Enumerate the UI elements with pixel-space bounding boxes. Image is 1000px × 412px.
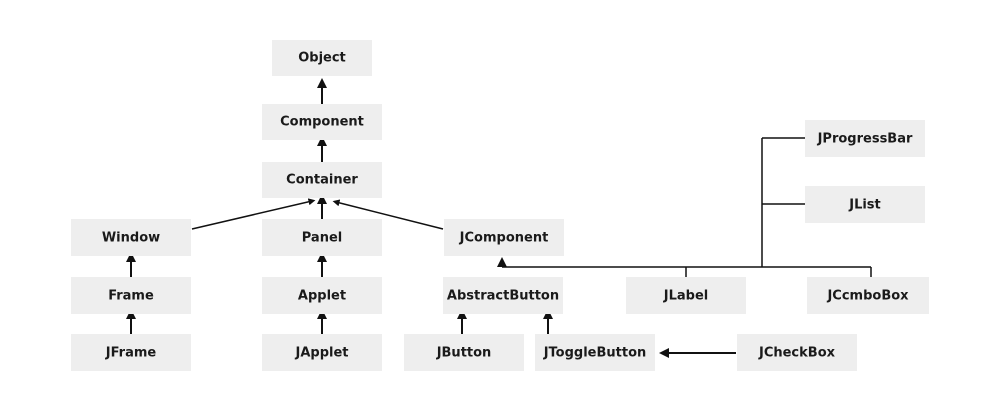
node-applet: Applet — [262, 277, 382, 314]
node-jcheckbox: JCheckBox — [737, 334, 857, 371]
node-jframe-label: JFrame — [105, 346, 157, 361]
node-jcombobox-label: JCcmboBox — [826, 289, 909, 304]
node-panel-label: Panel — [302, 231, 342, 246]
edge-window-container — [191, 198, 316, 230]
node-jframe: JFrame — [71, 334, 191, 371]
jcomponent-subclass-bus — [497, 137, 872, 277]
node-jprogressbar: JProgressBar — [805, 120, 925, 157]
node-jlist: JList — [805, 186, 925, 223]
node-component: Component — [262, 104, 382, 140]
node-jbutton: JButton — [404, 334, 524, 371]
node-frame-label: Frame — [108, 289, 154, 304]
node-component-label: Component — [280, 115, 364, 130]
node-jcheckbox-label: JCheckBox — [758, 346, 836, 361]
node-frame: Frame — [71, 277, 191, 314]
node-jcomponent: JComponent — [444, 219, 564, 256]
node-jprogressbar-label: JProgressBar — [817, 132, 913, 147]
node-jtogglebutton: JToggleButton — [535, 334, 655, 371]
node-abstractbutton: AbstractButton — [443, 277, 563, 314]
node-object: Object — [272, 40, 372, 76]
node-window-label: Window — [102, 231, 160, 246]
edge-jcomponent-container — [332, 199, 444, 230]
node-applet-label: Applet — [298, 289, 346, 304]
node-container: Container — [262, 162, 382, 198]
node-panel: Panel — [262, 219, 382, 256]
node-jlabel: JLabel — [626, 277, 746, 314]
node-object-label: Object — [298, 51, 346, 66]
node-jbutton-label: JButton — [436, 346, 492, 361]
node-container-label: Container — [286, 173, 358, 188]
node-japplet-label: JApplet — [295, 346, 349, 361]
node-jlabel-label: JLabel — [663, 289, 708, 304]
node-abstractbutton-label: AbstractButton — [447, 289, 559, 304]
node-jcombobox: JCcmboBox — [807, 277, 929, 314]
node-jcomponent-label: JComponent — [459, 231, 549, 246]
node-window: Window — [71, 219, 191, 256]
node-jlist-label: JList — [848, 198, 881, 213]
node-jtogglebutton-label: JToggleButton — [543, 346, 647, 361]
node-japplet: JApplet — [262, 334, 382, 371]
